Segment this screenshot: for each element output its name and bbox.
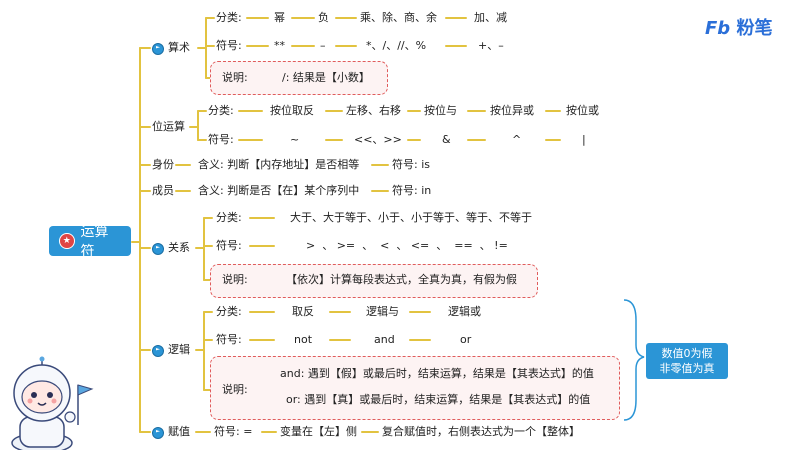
star-badge-icon: ★ xyxy=(59,233,75,249)
arith-cat-item: 加、减 xyxy=(474,11,507,24)
logo-mark-icon: Fb xyxy=(705,18,731,39)
identity-sym: 符号: is xyxy=(392,158,430,171)
arith-note-label: 说明: xyxy=(222,71,248,84)
root-node: ★ 运算符 xyxy=(49,224,131,260)
flag-icon xyxy=(152,345,164,357)
bit-cat-label: 分类: xyxy=(208,104,234,117)
brand-logo: Fb 粉笔 xyxy=(705,14,772,40)
logic-sym-item: and xyxy=(374,333,395,346)
assign-desc-1: 变量在【左】侧 xyxy=(280,425,357,438)
arith-cat-item: 负 xyxy=(318,11,329,24)
root-label: 运算符 xyxy=(80,224,109,260)
logic-sym-item: not xyxy=(294,333,313,346)
bit-sym-item: ~ xyxy=(290,133,300,146)
arith-note-box xyxy=(210,61,388,95)
relation-cats: 大于、大于等于、小于、小于等于、等于、不等于 xyxy=(290,211,532,224)
arith-sym-label: 符号: xyxy=(216,39,242,52)
arith-cat-item: 幂 xyxy=(274,11,285,24)
assign-sym: 符号: = xyxy=(214,425,253,438)
branch-assign-title: 赋值 xyxy=(168,425,190,438)
member-meaning: 含义: 判断是否【在】某个序列中 xyxy=(198,184,360,197)
flag-icon xyxy=(152,427,164,439)
arith-cat-label: 分类: xyxy=(216,11,242,24)
branch-relation-title: 关系 xyxy=(168,241,190,254)
logic-note-box xyxy=(210,356,620,420)
flag-icon xyxy=(152,43,164,55)
bit-cat-item: 按位取反 xyxy=(270,104,314,117)
logic-sym-label: 符号: xyxy=(216,333,242,346)
relation-sym-label: 符号: xyxy=(216,239,242,252)
bit-sym-item: & xyxy=(442,133,451,146)
astronaut-mascot-icon xyxy=(11,356,94,450)
bit-sym-item: | xyxy=(582,133,586,146)
arith-note-text: /: 结果是【小数】 xyxy=(282,71,370,84)
bit-cat-item: 左移、右移 xyxy=(346,104,401,117)
branch-arith-title: 算术 xyxy=(168,41,190,54)
relation-note-text: 【依次】计算每段表达式，全真为真，有假为假 xyxy=(286,273,517,286)
arith-sym-item: ** xyxy=(274,39,285,52)
logic-cat-item: 逻辑或 xyxy=(448,305,481,318)
logic-cat-label: 分类: xyxy=(216,305,242,318)
truthiness-note: 数值0为假 非零值为真 xyxy=(646,343,728,379)
bit-cat-item: 按位异或 xyxy=(490,104,534,117)
member-sym: 符号: in xyxy=(392,184,432,197)
branch-logic-title: 逻辑 xyxy=(168,343,190,356)
branch-member-title: 成员 xyxy=(152,184,174,197)
bit-sym-label: 符号: xyxy=(208,133,234,146)
relation-note-box xyxy=(210,264,538,298)
bit-sym-item: ^ xyxy=(512,133,522,146)
relation-note-label: 说明: xyxy=(222,273,248,286)
logic-cat-item: 取反 xyxy=(292,305,314,318)
branch-bit-title: 位运算 xyxy=(152,120,185,133)
relation-syms: > 、 >= 、 < 、 <= 、 == 、 != xyxy=(306,239,508,252)
logic-sym-item: or xyxy=(460,333,472,346)
bit-cat-item: 按位或 xyxy=(566,104,599,117)
branch-identity-title: 身份 xyxy=(152,158,174,171)
relation-cat-label: 分类: xyxy=(216,211,242,224)
logic-cat-item: 逻辑与 xyxy=(366,305,399,318)
logic-note-and: and: 遇到【假】或最后时，结束运算，结果是【其表达式】的值 xyxy=(280,367,594,380)
logo-text: 粉笔 xyxy=(736,18,773,39)
arith-cat-item: 乘、除、商、余 xyxy=(360,11,437,24)
assign-desc-2: 复合赋值时，右侧表达式为一个【整体】 xyxy=(382,425,580,438)
arith-sym-item: +、– xyxy=(478,39,504,52)
logic-note-or: or: 遇到【真】或最后时，结束运算，结果是【其表达式】的值 xyxy=(286,393,591,406)
logic-note-label: 说明: xyxy=(222,383,248,396)
bit-sym-item: <<、>> xyxy=(354,133,402,146)
truthiness-line-2: 非零值为真 xyxy=(659,362,715,375)
flag-icon xyxy=(152,243,164,255)
arith-sym-item: *、/、//、% xyxy=(366,39,427,52)
truthiness-line-1: 数值0为假 xyxy=(661,347,713,360)
bit-cat-item: 按位与 xyxy=(424,104,457,117)
arith-sym-item: – xyxy=(320,39,326,52)
identity-meaning: 含义: 判断【内存地址】是否相等 xyxy=(198,158,360,171)
